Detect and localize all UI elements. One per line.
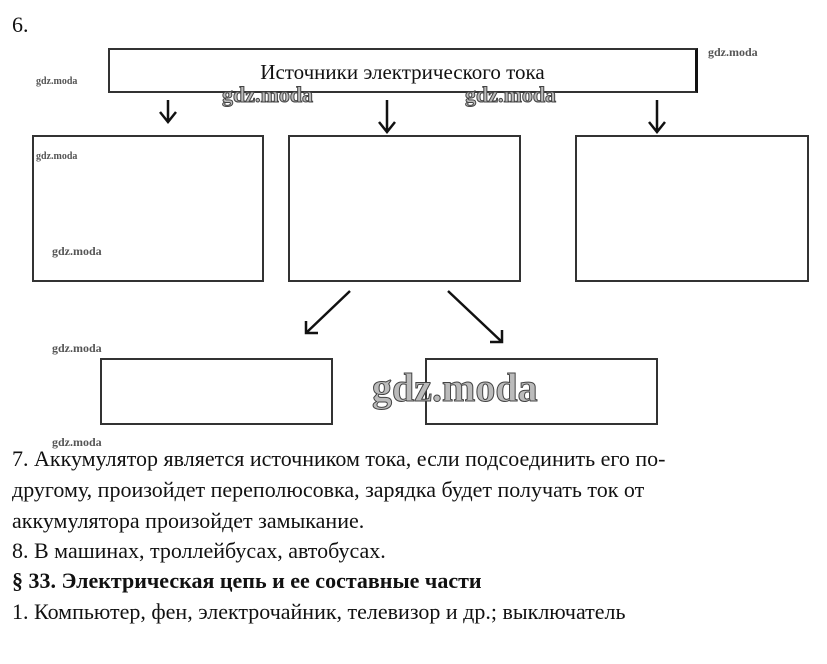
watermark: gdz.moda (36, 76, 78, 87)
arrow-down-3 (648, 100, 666, 135)
diagram-title-box: Источники электрического тока (108, 48, 698, 93)
watermark: gdz.moda (221, 82, 314, 108)
arrow-down-left (304, 290, 351, 335)
empty-box-2 (288, 135, 521, 282)
task-number: 6. (12, 12, 29, 37)
watermark: gdz.moda (464, 82, 557, 108)
empty-box-5 (425, 358, 658, 425)
watermark: gdz.moda (52, 341, 102, 355)
empty-box-3 (575, 135, 809, 282)
watermark: gdz.moda (372, 365, 539, 411)
watermark: gdz.moda (708, 45, 758, 59)
empty-box-1 (32, 135, 264, 282)
task7-text: 7. Аккумулятор является источником тока,… (12, 446, 666, 471)
watermark: gdz.moda (36, 151, 78, 162)
task7-text: другому, произойдет переполюсовка, заряд… (12, 477, 645, 502)
arrow-down-right (447, 290, 504, 344)
task8-text: 8. В машинах, троллейбусах, автобусах. (12, 538, 386, 563)
arrow-down-2 (378, 100, 396, 135)
watermark: gdz.moda (52, 244, 102, 258)
task7-text: аккумулятора произойдет замыкание. (12, 508, 365, 533)
arrow-down-1 (159, 100, 177, 125)
empty-box-4 (100, 358, 333, 425)
watermark: gdz.moda (52, 435, 102, 449)
section-task1-text: 1. Компьютер, фен, электрочайник, телеви… (12, 599, 626, 624)
section-heading: § 33. Электрическая цепь и ее составные … (12, 568, 482, 593)
